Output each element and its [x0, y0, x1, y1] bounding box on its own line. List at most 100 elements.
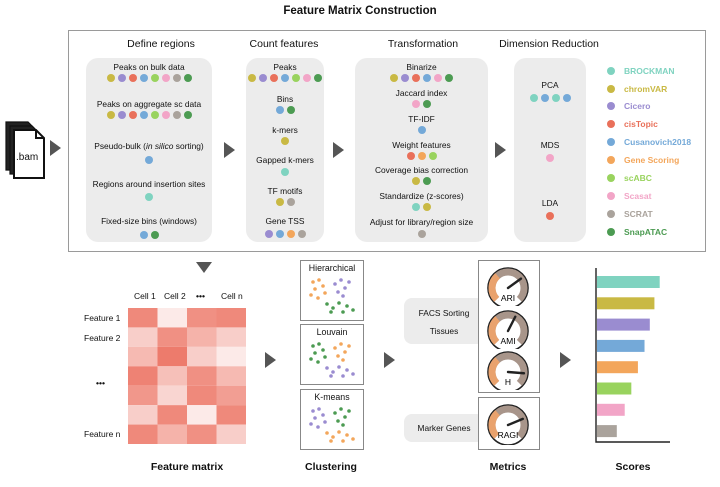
scatter-point: [347, 409, 351, 413]
gauge-ari: ARI: [487, 267, 529, 306]
method-dot: [275, 106, 284, 114]
gauge-arc: [488, 410, 501, 439]
arrow-right-icon: [224, 142, 235, 158]
method-dot: [183, 74, 192, 82]
heatmap-cell: [216, 424, 246, 444]
legend-label: SCRAT: [624, 209, 653, 219]
marker-genes-pill: Marker Genes: [404, 414, 484, 442]
method-dot: [281, 168, 289, 176]
method-dot: [150, 231, 159, 239]
heatmap-cell: [187, 424, 217, 444]
score-bar: [597, 276, 660, 288]
cluster-box-kmeans: K-means: [300, 389, 364, 450]
method-dot: [139, 74, 148, 82]
heatmap-cell: [157, 366, 187, 386]
gauge-ami: AMI: [487, 310, 529, 349]
legend-item: Cusanovich2018: [607, 137, 691, 147]
scatter-point: [309, 357, 313, 361]
matrix-col-label: Cell 2: [164, 291, 186, 301]
legend-label: Gene Scoring: [624, 155, 680, 165]
scatter-point: [336, 354, 340, 358]
gauge-needle: [506, 417, 524, 427]
scores-bar-chart: [595, 268, 670, 443]
file-stack-icon: [5, 121, 45, 179]
heatmap-cell: [187, 327, 217, 347]
method-dots: [355, 74, 488, 82]
heatmap-cell: [216, 366, 246, 386]
scatter-point: [351, 372, 355, 376]
arrow-right-icon: [333, 142, 344, 158]
score-bar: [597, 403, 625, 416]
heatmap-cell: [128, 346, 158, 367]
method-dot: [412, 74, 420, 82]
legend-label: BROCKMAN: [624, 66, 675, 76]
scatter-point: [331, 306, 335, 310]
scatter-point: [341, 294, 345, 298]
matrix-col-label: Cell n: [221, 291, 243, 301]
legend-label: Cusanovich2018: [624, 137, 692, 147]
heatmap-cell: [128, 366, 158, 386]
count-item: Bins: [276, 94, 294, 104]
method-dot: [248, 74, 256, 82]
heatmap-cell: [216, 405, 246, 425]
diagram-title: Feature Matrix Construction: [283, 5, 437, 17]
method-dot: [286, 230, 295, 238]
scatter-point: [316, 296, 320, 300]
method-dot: [286, 106, 295, 114]
method-dot: [406, 152, 415, 160]
count-item: Gapped k-mers: [256, 155, 314, 165]
bam-label: .bam: [16, 152, 39, 163]
gauge-needle: [506, 370, 526, 375]
arrow-down-icon: [196, 262, 212, 273]
scatter-point: [337, 365, 341, 369]
scatter-point: [339, 342, 343, 346]
scatter-point: [317, 342, 321, 346]
transform-item: Binarize: [406, 62, 437, 72]
method-dots: [246, 230, 324, 238]
method-dot: [434, 74, 442, 82]
method-dot: [529, 94, 538, 102]
scatter-point: [309, 422, 313, 426]
heatmap-cell: [216, 385, 246, 406]
heatmap-cell: [157, 405, 187, 425]
transform-item: Jaccard index: [395, 88, 448, 98]
scatter-icon: [309, 407, 355, 443]
cluster-box-hierarchical: Hierarchical: [300, 260, 364, 321]
legend-dot: [607, 210, 615, 218]
method-dot: [423, 74, 431, 82]
heatmap-cell: [187, 308, 217, 328]
arrow-right-icon: [495, 142, 506, 158]
scatter-point: [347, 280, 351, 284]
scatter-point: [341, 423, 345, 427]
legend-item: Scasat: [607, 191, 651, 201]
method-dot: [423, 177, 431, 185]
method-dot: [417, 230, 426, 238]
method-dots: [86, 111, 212, 119]
scatter-point: [313, 416, 317, 420]
arrow-right-icon: [384, 352, 395, 368]
panel-define: [86, 58, 212, 242]
gauge-label: ARI: [501, 293, 515, 303]
scatter-point: [323, 355, 327, 359]
method-dots: [86, 231, 212, 239]
score-bar: [597, 339, 645, 352]
method-dots: [355, 126, 488, 134]
method-dot: [172, 74, 181, 82]
legend-label: Cicero: [624, 101, 651, 111]
method-dot: [292, 74, 300, 82]
heatmap-cell: [128, 405, 158, 425]
method-dot: [412, 203, 420, 211]
heatmap-cell: [157, 346, 187, 367]
define-item: Fixed-size bins (windows): [101, 216, 197, 226]
clustering-caption: Clustering: [305, 461, 357, 473]
scatter-point: [337, 301, 341, 305]
scatter-point: [333, 411, 337, 415]
dimred-item: PCA: [541, 80, 559, 90]
score-bar: [597, 361, 638, 374]
heatmap-cell: [216, 308, 246, 328]
legend-label: chromVAR: [624, 84, 668, 94]
method-dots: [86, 156, 212, 164]
score-bar: [597, 297, 655, 310]
scatter-point: [339, 278, 343, 282]
method-dot: [150, 74, 159, 82]
